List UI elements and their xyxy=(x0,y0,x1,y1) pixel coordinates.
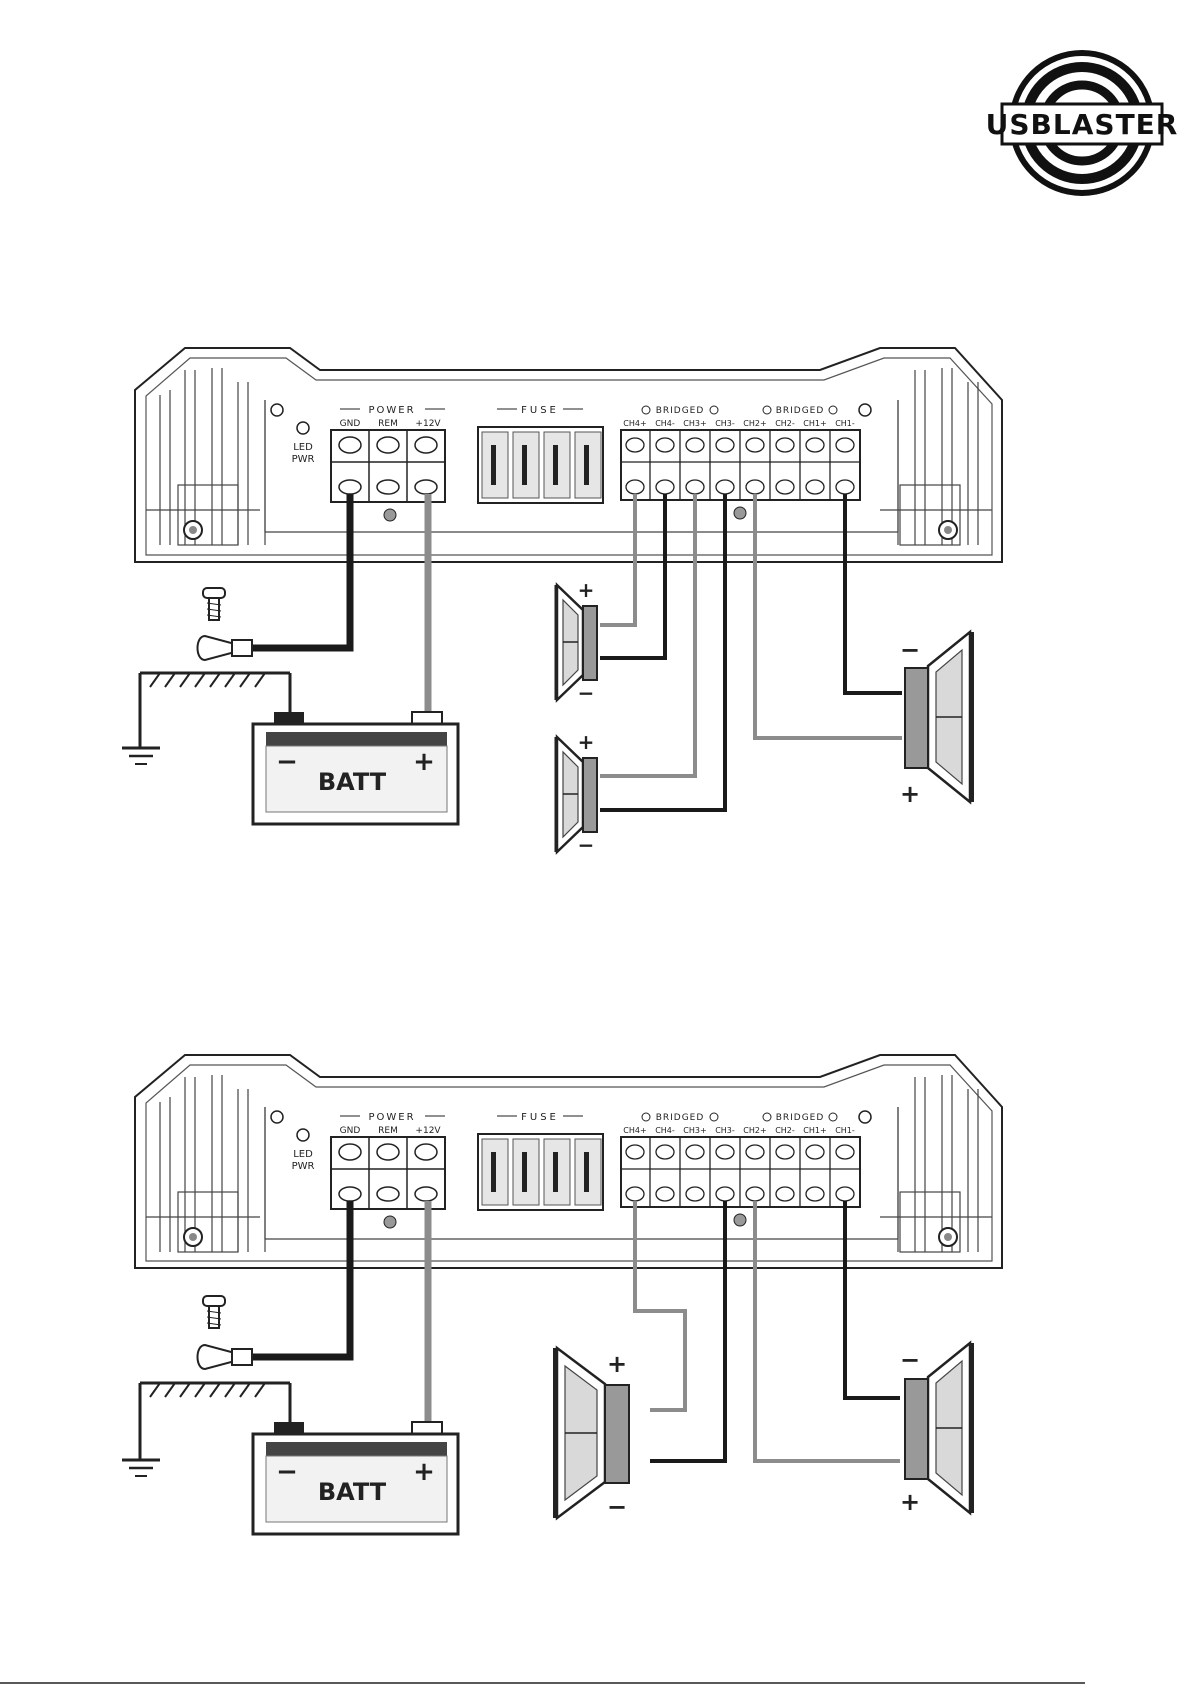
bridged-label-2: BRIDGED xyxy=(776,406,825,416)
bridged-label-2: BRIDGED xyxy=(776,1113,825,1123)
battery-2: − + BATT xyxy=(253,1422,458,1534)
speaker-plus-sign: + xyxy=(578,578,595,602)
battery-1: − + BATT xyxy=(253,712,458,824)
speaker-bridged-ch3-ch4: + − xyxy=(555,1348,629,1521)
battery-minus-sign: − xyxy=(276,747,298,777)
ring-terminal-icon xyxy=(198,1345,253,1369)
bridged-label-1: BRIDGED xyxy=(656,1113,705,1123)
logo-text: USBLASTER xyxy=(986,108,1179,141)
speaker-minus-sign: − xyxy=(578,681,595,705)
ch-label: CH1+ xyxy=(803,1126,826,1135)
led-label: LED xyxy=(293,442,313,453)
fuse-block xyxy=(478,427,603,503)
speaker-plus-sign: + xyxy=(578,730,595,754)
ring-terminal-icon xyxy=(198,636,253,660)
led-label: LED xyxy=(293,1149,313,1160)
ch-label: CH2- xyxy=(775,419,795,428)
led-indicator xyxy=(297,422,309,434)
power-terminal-block xyxy=(331,430,445,502)
battery-label: BATT xyxy=(318,768,387,796)
ch-label: CH3- xyxy=(715,1126,735,1135)
speaker-bridged-ch1-ch2: − + xyxy=(900,632,972,808)
ch-label: CH2- xyxy=(775,1126,795,1135)
gnd-label: GND xyxy=(340,1126,361,1136)
amplifier-1: LED PWR POWER GND REM +12V FUSE xyxy=(135,348,1002,562)
speaker-terminal-block-1 xyxy=(621,430,860,500)
battery-label: BATT xyxy=(318,1478,387,1506)
ch-label: CH3+ xyxy=(683,1126,706,1135)
diagram-2: LED PWR POWER GND REM +12V FUSE xyxy=(122,1055,1002,1534)
ch-label: CH2+ xyxy=(743,419,766,428)
fuse-label: FUSE xyxy=(521,405,559,416)
speaker-ch4: + − xyxy=(556,578,597,705)
speaker-plus-sign: + xyxy=(900,1488,920,1516)
ch-label: CH1- xyxy=(835,1126,855,1135)
gnd-label: GND xyxy=(340,419,361,429)
speaker-terminal-block-2 xyxy=(621,1137,860,1207)
fuse-block xyxy=(478,1134,603,1210)
speaker-minus-sign: − xyxy=(607,1493,627,1521)
speaker-ch3: + − xyxy=(556,730,597,857)
ground-screw-icon xyxy=(203,1296,225,1328)
power-label: POWER xyxy=(368,405,415,416)
led-indicator xyxy=(297,1129,309,1141)
rem-label: REM xyxy=(378,1126,398,1136)
fuse-label: FUSE xyxy=(521,1112,559,1123)
bridged-label-1: BRIDGED xyxy=(656,406,705,416)
speaker-plus-sign: + xyxy=(607,1350,627,1378)
ch-label: CH4+ xyxy=(623,419,646,428)
speaker-minus-sign: − xyxy=(578,833,595,857)
ch-label: CH4- xyxy=(655,1126,675,1135)
speaker-minus-sign: − xyxy=(900,636,920,664)
ground-screw-icon xyxy=(203,588,225,620)
pwr-label: PWR xyxy=(292,454,315,465)
battery-plus-sign: + xyxy=(413,1457,435,1487)
amplifier-2: LED PWR POWER GND REM +12V FUSE xyxy=(135,1055,1002,1268)
rem-label: REM xyxy=(378,419,398,429)
ch-label: CH3+ xyxy=(683,419,706,428)
12v-label: +12V xyxy=(415,1126,441,1136)
12v-label: +12V xyxy=(415,419,441,429)
pwr-label: PWR xyxy=(292,1161,315,1172)
power-terminal-block xyxy=(331,1137,445,1209)
ch-label: CH3- xyxy=(715,419,735,428)
ch-label: CH4+ xyxy=(623,1126,646,1135)
ch-label: CH2+ xyxy=(743,1126,766,1135)
battery-minus-sign: − xyxy=(276,1457,298,1487)
ch-label: CH1- xyxy=(835,419,855,428)
ch-label: CH1+ xyxy=(803,419,826,428)
usblaster-logo: USBLASTER xyxy=(986,53,1179,193)
speaker-bridged-ch1-ch2: − + xyxy=(900,1343,972,1516)
ch-label: CH4- xyxy=(655,419,675,428)
diagram-1: LED PWR POWER GND REM +12V FUSE xyxy=(122,348,1002,857)
battery-plus-sign: + xyxy=(413,747,435,777)
speaker-minus-sign: − xyxy=(900,1346,920,1374)
speaker-plus-sign: + xyxy=(900,780,920,808)
power-label: POWER xyxy=(368,1112,415,1123)
